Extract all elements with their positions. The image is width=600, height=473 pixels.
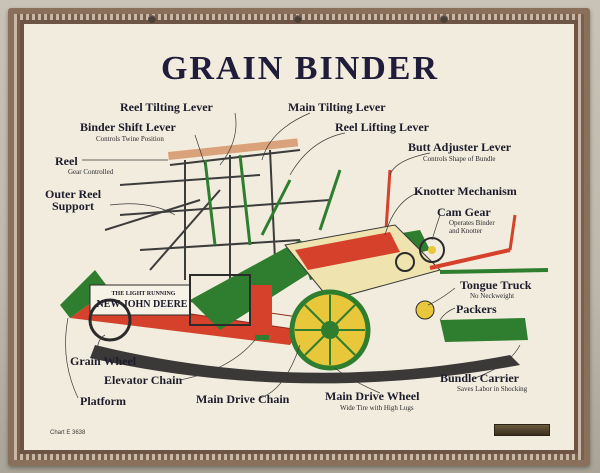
cam-gear-hub bbox=[428, 246, 436, 254]
hanging-hole-left bbox=[148, 15, 156, 23]
chart-number: Chart E 3638 bbox=[50, 430, 86, 436]
grain-wheel bbox=[88, 298, 132, 342]
sub-reel: Gear Controlled bbox=[68, 168, 114, 176]
label-grain-wheel: Grain Wheel bbox=[70, 354, 137, 368]
maker-plate bbox=[494, 424, 550, 436]
page-title: GRAIN BINDER bbox=[160, 50, 440, 87]
label-platform: Platform bbox=[80, 394, 126, 408]
reel-frame bbox=[104, 149, 331, 280]
label-tongue-truck: Tongue Truck bbox=[460, 278, 532, 292]
label-knotter-mechanism: Knotter Mechanism bbox=[414, 184, 517, 198]
label-main-drive-wheel: Main Drive Wheel bbox=[325, 389, 420, 403]
binder-deck-red bbox=[295, 232, 400, 270]
label-binder-shift-lever: Binder Shift Lever bbox=[80, 120, 176, 134]
label-outer-reel-support: Support bbox=[52, 199, 95, 213]
sub-bundle-carrier: Saves Labor in Shocking bbox=[457, 385, 528, 393]
label-cam-gear: Cam Gear bbox=[437, 205, 491, 219]
hanging-hole-right bbox=[440, 15, 448, 23]
knotter bbox=[395, 252, 415, 272]
leader-lines bbox=[65, 112, 521, 399]
sub-main-drive-wheel: Wide Tire with High Lugs bbox=[340, 404, 414, 412]
label-elevator-chain: Elevator Chain bbox=[104, 373, 183, 387]
machine-sign-line2: NEW JOHN DEERE bbox=[96, 299, 188, 310]
label-reel-lifting-lever: Reel Lifting Lever bbox=[335, 120, 429, 134]
tongue bbox=[429, 248, 511, 270]
sub-binder-shift-lever: Controls Twine Position bbox=[96, 135, 164, 143]
tongue-pole bbox=[508, 214, 517, 251]
sub-cam-gear-2: and Knotter bbox=[449, 227, 483, 235]
machine-sign-line1: THE LIGHT RUNNING bbox=[111, 291, 176, 297]
label-bundle-carrier: Bundle Carrier bbox=[440, 371, 519, 385]
label-packers: Packers bbox=[456, 302, 497, 316]
levers bbox=[203, 154, 342, 246]
label-reel-tilting-lever: Reel Tilting Lever bbox=[120, 100, 213, 114]
ground-shadow bbox=[90, 345, 520, 384]
chain-guard bbox=[189, 274, 251, 326]
drive-wheel-spokes bbox=[295, 295, 365, 365]
sub-tongue-truck: No Neckweight bbox=[470, 292, 515, 300]
label-outer-reel: Outer Reel bbox=[45, 187, 102, 201]
elevator-housing bbox=[250, 285, 272, 335]
hanging-hole-center bbox=[294, 15, 302, 23]
sub-cam-gear-1: Operates Binder bbox=[449, 219, 495, 227]
cam-gear bbox=[419, 237, 445, 263]
label-main-drive-chain: Main Drive Chain bbox=[196, 392, 290, 406]
label-reel: Reel bbox=[55, 154, 78, 168]
reel-bat bbox=[168, 138, 299, 160]
label-butt-adjuster-lever: Butt Adjuster Lever bbox=[408, 140, 512, 154]
sub-butt-adjuster-lever: Controls Shape of Bundle bbox=[423, 155, 496, 163]
label-main-tilting-lever: Main Tilting Lever bbox=[288, 100, 386, 114]
tongue-truck-wheel bbox=[415, 300, 435, 320]
tongue-bar bbox=[439, 268, 549, 274]
bundle-carrier bbox=[440, 318, 528, 342]
platform-end bbox=[60, 270, 110, 318]
